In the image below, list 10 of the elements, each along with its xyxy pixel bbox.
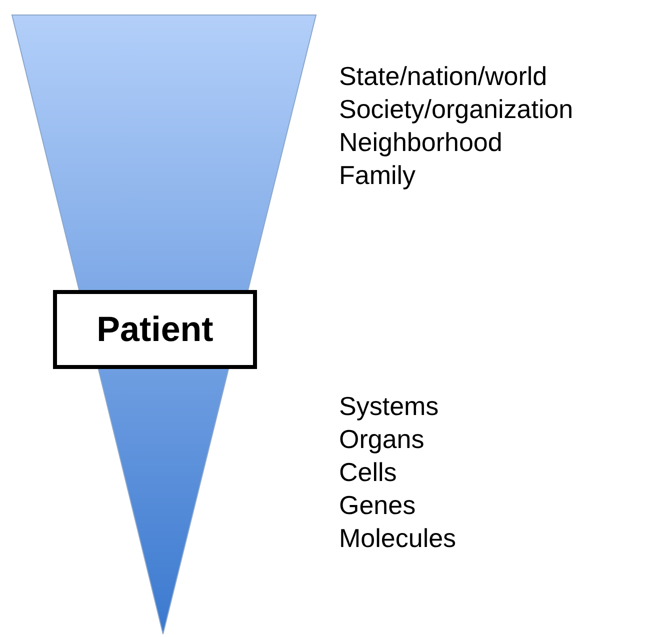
level-label: Molecules <box>339 523 456 553</box>
patient-box: Patient <box>53 290 257 369</box>
level-label: Family <box>339 160 416 190</box>
level-label: Organs <box>339 424 424 454</box>
level-label: Cells <box>339 457 397 487</box>
level-label: Genes <box>339 490 416 520</box>
level-label: State/nation/world <box>339 61 548 91</box>
level-label: Neighborhood <box>339 127 502 157</box>
level-label: Society/organization <box>339 94 574 124</box>
level-label: Systems <box>339 391 439 421</box>
